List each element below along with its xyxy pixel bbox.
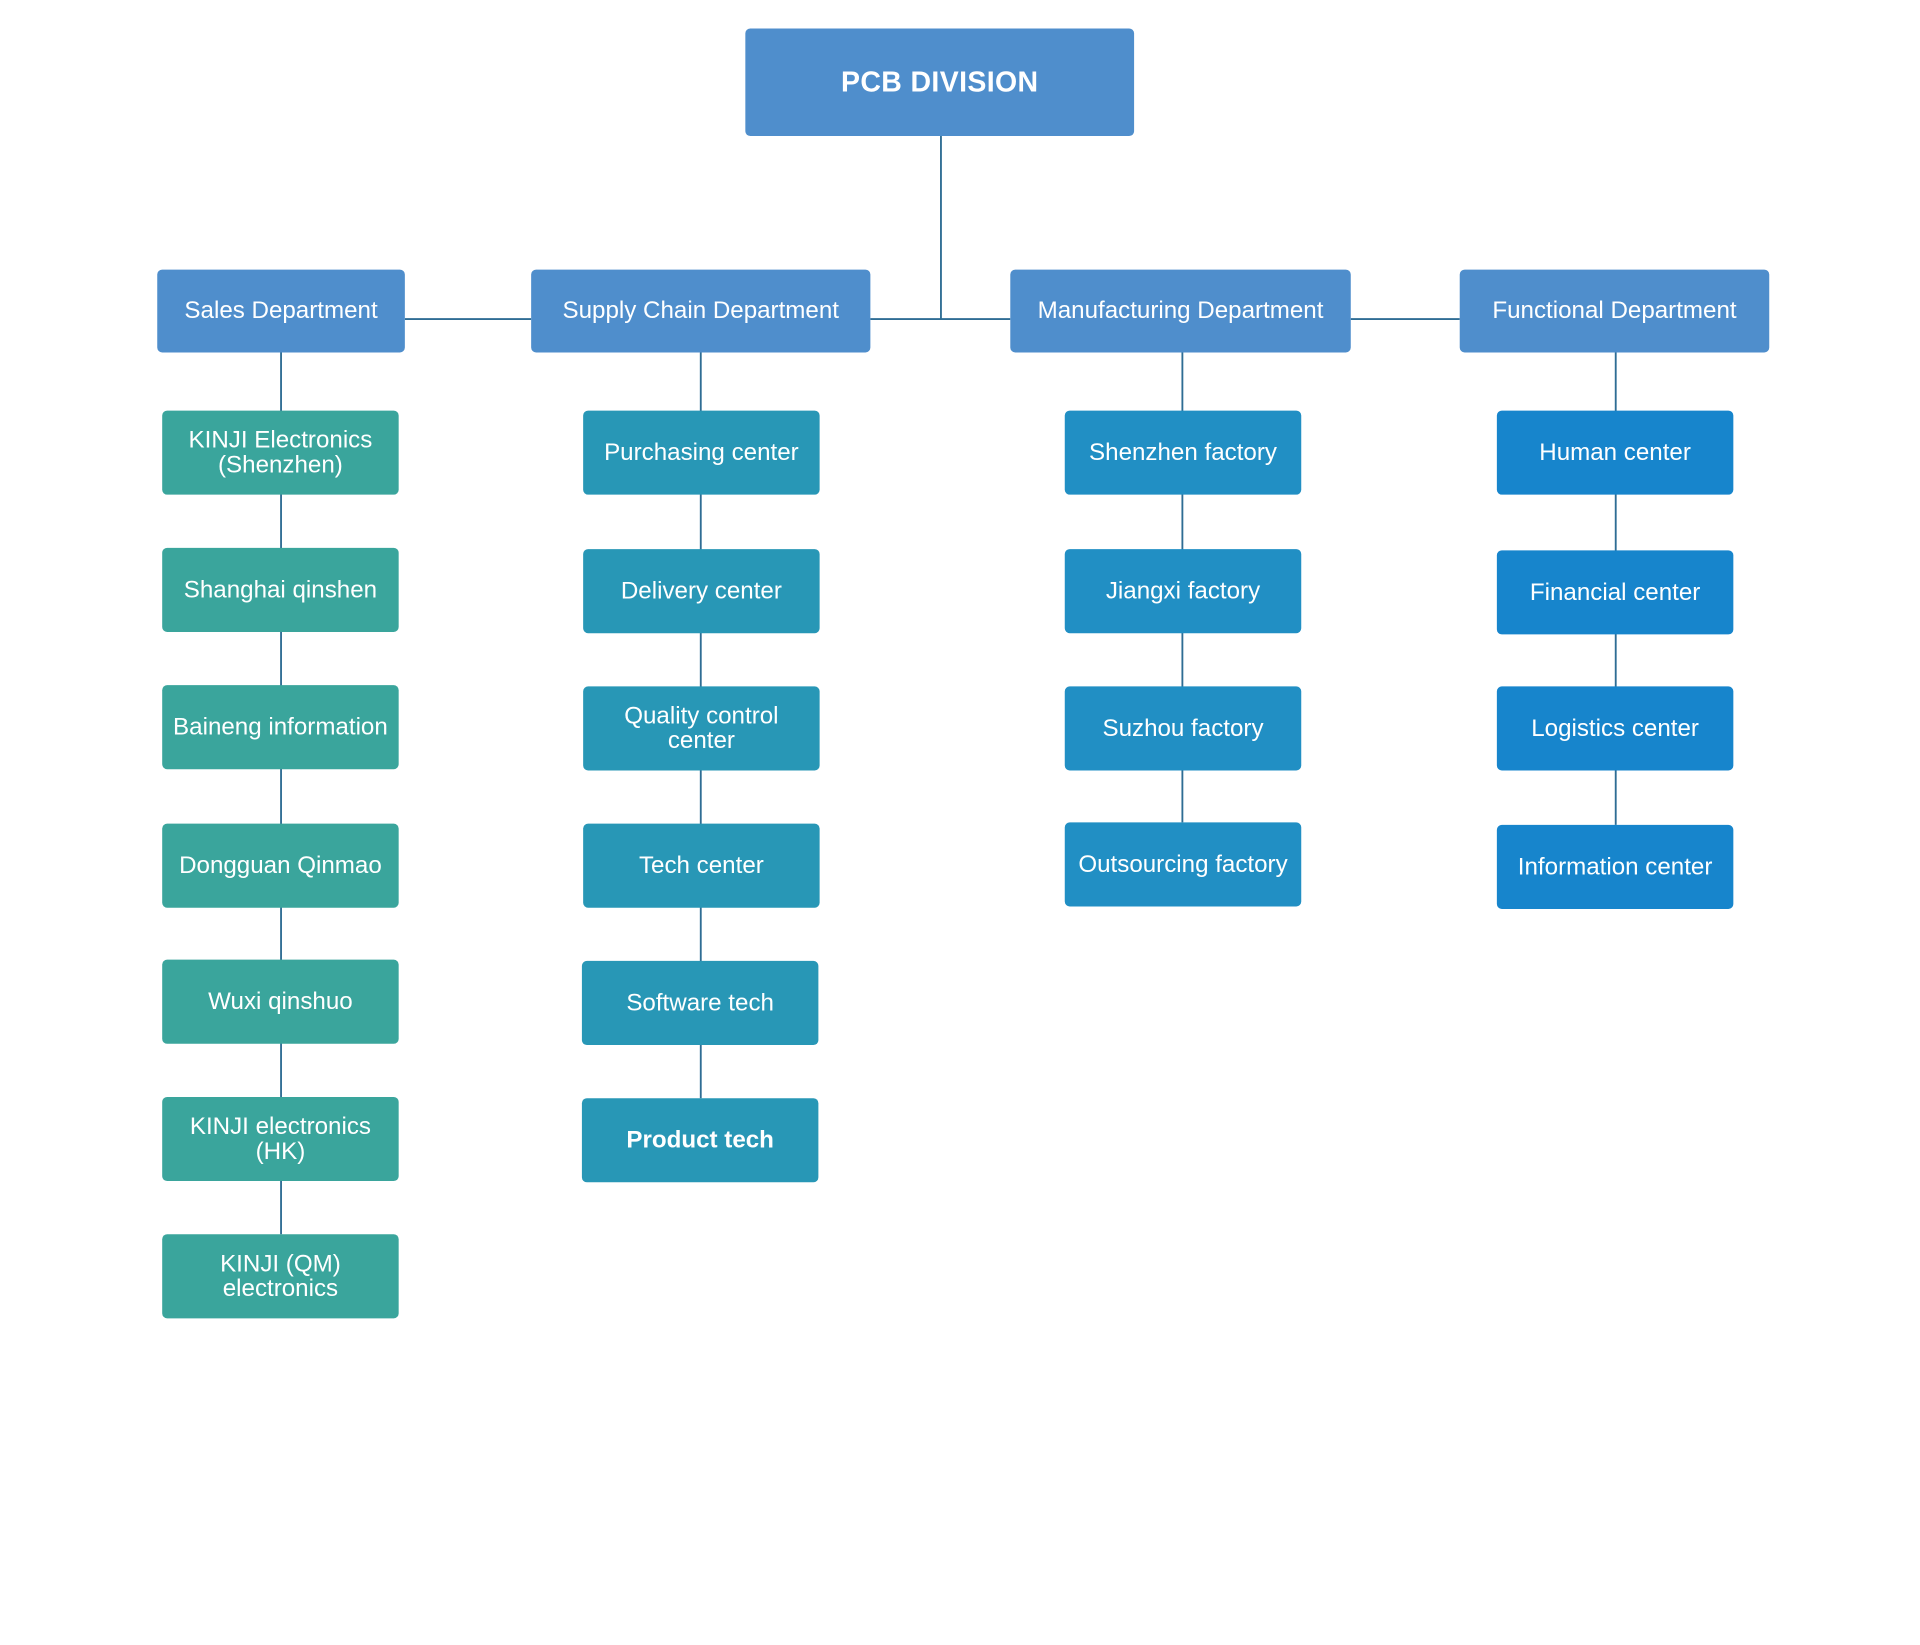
unit-label: KINJI (QM) electronics [220,1249,341,1303]
department-label: Manufacturing Department [1037,297,1324,325]
department-label: Supply Chain Department [562,297,839,325]
department-label: Functional Department [1492,297,1737,325]
root-node-pcb-division: PCB DIVISION [745,28,1135,137]
unit-suzhou-factory: Suzhou factory [1064,686,1302,771]
unit-label: Information center [1517,853,1713,881]
unit-label: Suzhou factory [1102,714,1264,742]
unit-human-center: Human center [1496,410,1734,495]
unit-kinji-qm-electronics: KINJI (QM) electronics [162,1234,399,1319]
unit-information-center: Information center [1496,824,1734,909]
unit-label: Outsourcing factory [1078,850,1288,878]
unit-label: Jiangxi factory [1105,577,1261,605]
unit-product-tech: Product tech [581,1098,819,1183]
unit-logistics-center: Logistics center [1496,686,1734,771]
unit-jiangxi-factory: Jiangxi factory [1064,549,1302,634]
unit-wuxi-qinshuo: Wuxi qinshuo [162,959,399,1044]
unit-tech-center: Tech center [583,823,820,908]
unit-purchasing-center: Purchasing center [583,410,820,495]
unit-quality-control-center: Quality control center [583,686,820,771]
unit-label: Purchasing center [604,438,799,466]
department-sales: Sales Department [157,269,405,353]
root-label: PCB DIVISION [840,66,1039,99]
unit-kinji-electronics-hk: KINJI electronics (HK) [162,1096,399,1182]
unit-label: Quality control center [624,701,779,755]
unit-label: Shanghai qinshen [183,576,378,604]
department-supply-chain: Supply Chain Department [531,269,871,353]
unit-shanghai-qinshen: Shanghai qinshen [162,547,399,632]
department-functional: Functional Department [1459,269,1770,353]
unit-label: Shenzhen factory [1089,438,1277,466]
unit-kinji-electronics-shenzhen: KINJI Electronics (Shenzhen) [162,410,399,495]
unit-label: KINJI electronics (HK) [189,1112,372,1165]
unit-delivery-center: Delivery center [583,549,820,634]
unit-shenzhen-factory: Shenzhen factory [1064,410,1302,495]
unit-outsourcing-factory: Outsourcing factory [1064,822,1302,907]
unit-label: Delivery center [620,577,782,605]
unit-label: KINJI Electronics (Shenzhen) [188,426,373,479]
unit-label: Human center [1539,438,1691,466]
unit-dongguan-qinmao: Dongguan Qinmao [162,823,399,908]
unit-label: Baineng information [173,713,388,741]
department-label: Sales Department [184,297,378,325]
unit-label: Tech center [638,851,764,880]
unit-label: Software tech [626,989,774,1017]
unit-label: Dongguan Qinmao [179,851,382,880]
unit-label: Wuxi qinshuo [208,987,353,1016]
unit-baineng-information: Baineng information [162,685,399,770]
unit-label: Logistics center [1531,714,1699,742]
unit-label: Product tech [626,1126,774,1154]
unit-financial-center: Financial center [1496,550,1734,635]
unit-software-tech: Software tech [581,960,819,1046]
unit-label: Financial center [1529,578,1701,606]
department-manufacturing: Manufacturing Department [1010,269,1351,353]
